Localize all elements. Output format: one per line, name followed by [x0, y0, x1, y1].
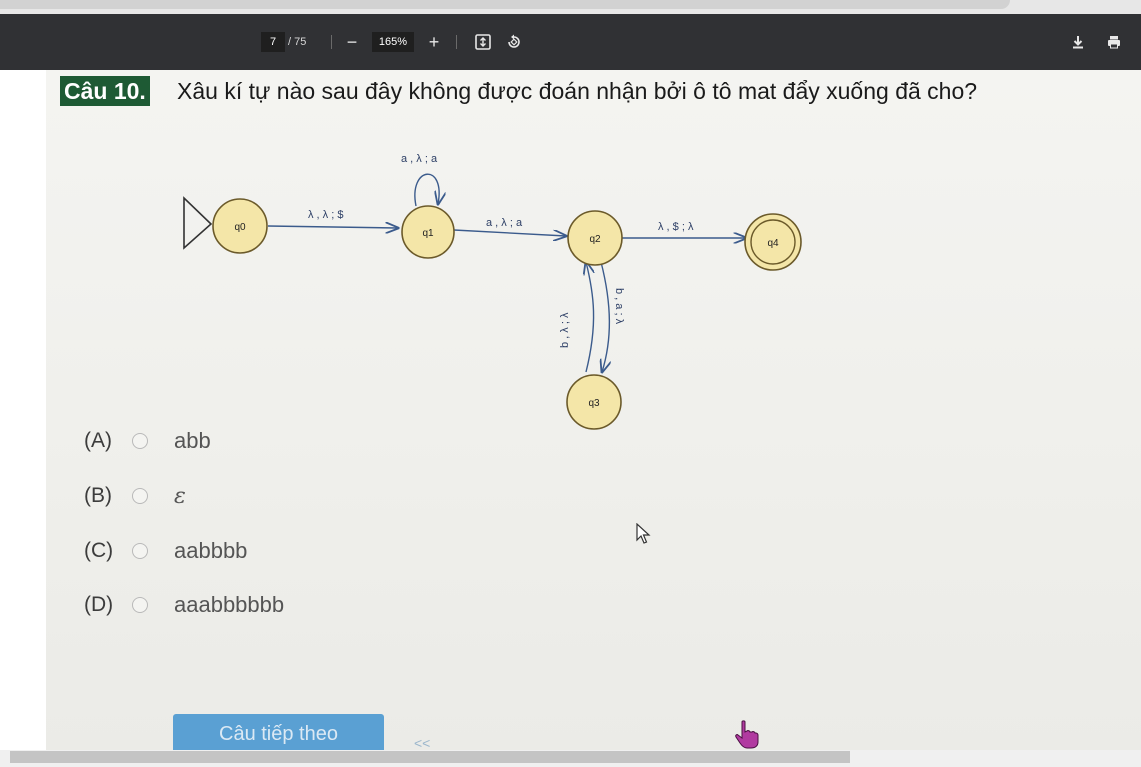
- edge-q1-loop: [414, 173, 439, 206]
- edge-label: a , λ ; a: [401, 153, 438, 165]
- option-text: ε: [174, 483, 186, 509]
- edge-q1-q2: [453, 229, 566, 236]
- question-text: Xâu kí tự nào sau đây không được đoán nh…: [177, 78, 978, 104]
- rotate-icon[interactable]: [504, 32, 524, 52]
- zoom-level-input[interactable]: 165%: [372, 32, 414, 52]
- option-text: aaabbbbbb: [174, 592, 285, 617]
- edge-label: b , λ ; λ: [559, 312, 571, 348]
- option-text: aabbbb: [174, 538, 248, 563]
- option-a[interactable]: (A) abb: [84, 425, 211, 457]
- toolbar-divider: [456, 35, 457, 49]
- horizontal-scrollbar[interactable]: [0, 750, 1141, 767]
- state-q2: q2: [567, 210, 623, 266]
- zoom-out-button[interactable]: −: [346, 31, 358, 52]
- edge-label: a , λ ; a: [486, 217, 523, 229]
- option-letter: (C): [84, 539, 114, 562]
- state-q3: q3: [566, 374, 622, 430]
- option-letter: (D): [84, 593, 114, 616]
- pdf-toolbar: 7 / 75 − 165% +: [0, 14, 1141, 70]
- hand-pointer-icon: [735, 720, 759, 749]
- option-letter: (A): [84, 429, 112, 452]
- option-d[interactable]: (D) aaabbbbbb: [84, 589, 284, 621]
- toolbar-divider: [331, 35, 332, 49]
- question-number: Câu 10.: [60, 76, 150, 106]
- state-q4: q4: [744, 213, 802, 271]
- state-q0: q0: [212, 198, 268, 254]
- pda-diagram: λ , λ ; $ a , λ ; a a , λ ; a λ , $ ; λ …: [183, 153, 802, 430]
- next-question-button[interactable]: Câu tiếp theo: [173, 714, 384, 750]
- edge-q3-q2: [586, 262, 594, 373]
- page-number-input[interactable]: 7: [261, 32, 285, 52]
- state-label: q2: [589, 234, 601, 245]
- scrollbar-thumb[interactable]: [10, 751, 850, 763]
- mouse-pointer-icon: [636, 523, 651, 544]
- radio-button[interactable]: [132, 543, 148, 559]
- back-link[interactable]: <<: [414, 735, 431, 750]
- option-b[interactable]: (B) ε: [84, 480, 186, 512]
- option-c[interactable]: (C) aabbbb: [84, 535, 247, 567]
- state-q1: q1: [401, 205, 455, 259]
- state-label: q3: [588, 398, 600, 409]
- edge-label: λ , $ ; λ: [658, 221, 694, 233]
- radio-button[interactable]: [132, 433, 148, 449]
- edge-label: b , a ; λ: [613, 288, 625, 325]
- start-arrow: [183, 196, 213, 250]
- print-icon[interactable]: [1104, 32, 1124, 52]
- option-text: abb: [174, 428, 211, 453]
- address-bar[interactable]: [0, 0, 1010, 9]
- page-total: / 75: [288, 36, 307, 48]
- state-label: q4: [767, 238, 779, 249]
- radio-button[interactable]: [132, 488, 148, 504]
- zoom-in-button[interactable]: +: [428, 31, 440, 52]
- edge-q2-q3: [601, 261, 609, 372]
- radio-button[interactable]: [132, 597, 148, 613]
- state-label: q0: [234, 222, 246, 233]
- download-icon[interactable]: [1068, 32, 1088, 52]
- state-label: q1: [422, 228, 434, 239]
- edge-q0-q1: [267, 226, 398, 228]
- edge-label: λ , λ ; $: [308, 209, 343, 221]
- browser-top-strip: [0, 0, 1141, 14]
- page-margin: [0, 70, 46, 750]
- fit-page-icon[interactable]: [473, 32, 493, 52]
- option-letter: (B): [84, 484, 112, 507]
- pdf-page: Câu 10. Xâu kí tự nào sau đây không được…: [46, 70, 1141, 750]
